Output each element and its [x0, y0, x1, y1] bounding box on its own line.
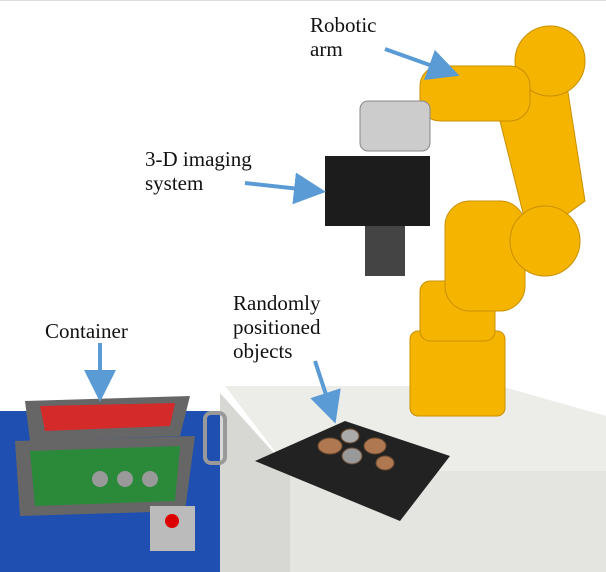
arrow-objects — [310, 360, 341, 424]
robot-arm — [359, 25, 586, 417]
label-line: objects — [233, 339, 293, 363]
label-line: arm — [310, 37, 343, 61]
gripper — [365, 226, 405, 276]
container-trays — [15, 396, 195, 551]
label-imaging-system: 3-D imaging system — [145, 147, 252, 195]
objects — [317, 428, 395, 471]
label-container: Container — [45, 319, 128, 343]
label-robotic-arm: Robotic arm — [310, 13, 377, 61]
label-line: Robotic — [310, 13, 377, 37]
foam-mat — [255, 421, 450, 521]
label-line: system — [145, 171, 204, 195]
label-line: Randomly — [233, 291, 321, 315]
label-line: positioned — [233, 315, 321, 339]
label-line: 3-D imaging — [145, 147, 252, 171]
arrow-robotic-arm — [384, 47, 460, 80]
label-objects: Randomly positioned objects — [233, 291, 321, 363]
imaging-system — [325, 156, 430, 226]
arrow-imaging — [244, 172, 326, 205]
